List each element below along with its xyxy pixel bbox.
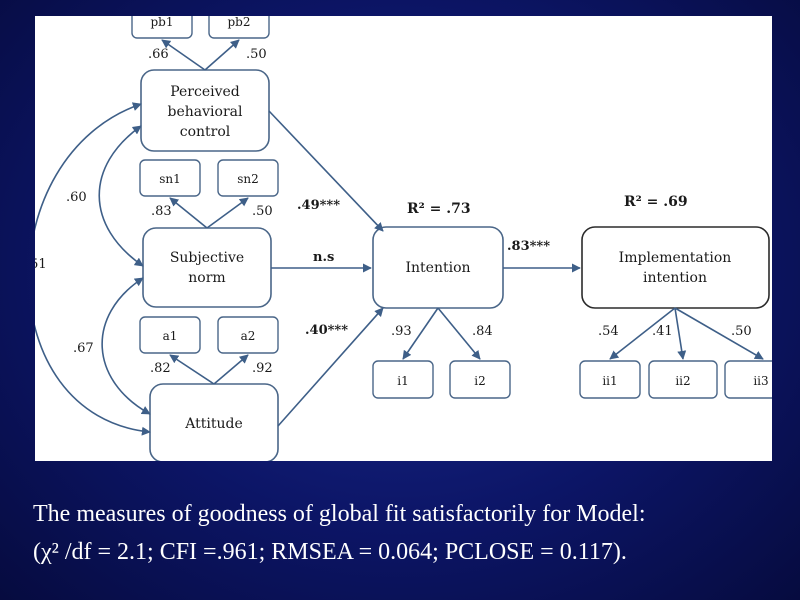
corr-pbc-sn: .60 xyxy=(66,190,87,205)
svg-text:pb2: pb2 xyxy=(228,16,251,29)
indicator-ii3: ii3 xyxy=(724,360,772,399)
loading-a2: .92 xyxy=(252,361,273,376)
r-squared-labels: R² = .73 R² = .69 xyxy=(407,194,688,217)
arrow-pbc-pb2 xyxy=(204,39,240,71)
path-intention-impl-coef: .83*** xyxy=(507,239,550,254)
caption-line-1: The measures of goodness of global fit s… xyxy=(33,501,646,527)
arrow-att-a1 xyxy=(169,354,215,385)
node-attitude: Attitude xyxy=(149,383,279,461)
svg-text:i1: i1 xyxy=(397,374,408,388)
svg-text:Implementation: Implementation xyxy=(619,250,732,266)
indicator-ii2: ii2 xyxy=(648,360,718,399)
indicator-a2: a2 xyxy=(217,316,279,354)
svg-text:sn2: sn2 xyxy=(237,172,259,186)
node-perceived-behavioral-control: Perceived behavioral control xyxy=(140,69,270,152)
loading-sn1: .83 xyxy=(151,204,172,219)
svg-text:control: control xyxy=(180,124,231,140)
caption-line-2: (χ² /df = 2.1; CFI =.961; RMSEA = 0.064;… xyxy=(33,539,627,565)
correlation-coefficients: .60 .67 .51 xyxy=(35,190,94,356)
indicator-pb1: pb1 xyxy=(131,16,193,39)
arrow-att-intention xyxy=(277,307,384,427)
loading-i2: .84 xyxy=(472,324,493,339)
svg-text:a2: a2 xyxy=(241,329,256,343)
node-subjective-norm: Subjective norm xyxy=(142,227,272,308)
loading-i1: .93 xyxy=(391,324,412,339)
structural-paths xyxy=(268,110,581,427)
svg-text:sn1: sn1 xyxy=(159,172,181,186)
arrow-intention-i1 xyxy=(402,307,439,360)
svg-text:i2: i2 xyxy=(474,374,485,388)
svg-text:norm: norm xyxy=(188,270,225,286)
arrow-impl-ii2 xyxy=(674,307,687,360)
node-implementation-intention: Implementation intention xyxy=(581,226,770,309)
diagram-panel: pb1 pb2 sn1 sn2 a1 a2 i1 i2 xyxy=(35,16,772,461)
loading-sn2: .50 xyxy=(252,204,273,219)
arrow-pbc-pb1 xyxy=(161,39,206,71)
path-att-intention-coef: .40*** xyxy=(305,323,348,338)
svg-text:ii3: ii3 xyxy=(753,374,768,388)
corr-pbc-att: .51 xyxy=(35,257,47,272)
indicator-i1: i1 xyxy=(372,360,434,399)
curve-pbc-att xyxy=(35,102,151,436)
loading-coefficients: .66 .50 .83 .50 .82 .92 .93 .84 .54 .41 … xyxy=(148,47,752,376)
indicator-a1: a1 xyxy=(139,316,201,354)
svg-text:intention: intention xyxy=(643,270,707,286)
arrow-att-a2 xyxy=(213,354,249,385)
r2-implementation: R² = .69 xyxy=(624,194,688,210)
arrow-intention-i2 xyxy=(437,307,481,360)
node-intention: Intention xyxy=(372,226,504,309)
loading-ii1: .54 xyxy=(598,324,619,339)
svg-text:Perceived: Perceived xyxy=(170,84,240,100)
svg-text:ii1: ii1 xyxy=(602,374,617,388)
loading-ii3: .50 xyxy=(731,324,752,339)
indicator-pb2: pb2 xyxy=(208,16,270,39)
arrow-sn-sn1 xyxy=(169,197,208,229)
arrow-impl-ii1 xyxy=(609,307,676,360)
curve-pbc-sn xyxy=(98,125,144,267)
indicator-i2: i2 xyxy=(449,360,511,399)
loading-arrows xyxy=(161,39,764,385)
svg-text:Attitude: Attitude xyxy=(184,416,242,432)
svg-text:Intention: Intention xyxy=(405,260,470,276)
indicator-sn2: sn2 xyxy=(217,159,279,197)
indicator-sn1: sn1 xyxy=(139,159,201,197)
loading-ii2: .41 xyxy=(652,324,673,339)
svg-text:ii2: ii2 xyxy=(675,374,690,388)
path-coefficients: .49*** n.s .40*** .83*** xyxy=(297,198,550,338)
svg-text:Subjective: Subjective xyxy=(170,250,244,266)
arrow-sn-sn2 xyxy=(206,197,249,229)
correlation-curves xyxy=(35,102,151,436)
loading-a1: .82 xyxy=(150,361,171,376)
indicator-ii1: ii1 xyxy=(579,360,641,399)
path-pbc-intention-coef: .49*** xyxy=(297,198,340,213)
loading-pb2: .50 xyxy=(246,47,267,62)
fit-caption: The measures of goodness of global fit s… xyxy=(33,495,773,571)
svg-text:behavioral: behavioral xyxy=(168,104,243,120)
sem-path-diagram: pb1 pb2 sn1 sn2 a1 a2 i1 i2 xyxy=(35,16,772,461)
curve-sn-att xyxy=(101,277,151,415)
svg-text:pb1: pb1 xyxy=(151,16,174,29)
loading-pb1: .66 xyxy=(148,47,169,62)
path-sn-intention-coef: n.s xyxy=(313,250,334,265)
r2-intention: R² = .73 xyxy=(407,201,471,217)
arrow-impl-ii3 xyxy=(674,307,764,360)
svg-text:a1: a1 xyxy=(163,329,178,343)
corr-sn-att: .67 xyxy=(73,341,94,356)
arrow-pbc-intention xyxy=(268,110,384,232)
